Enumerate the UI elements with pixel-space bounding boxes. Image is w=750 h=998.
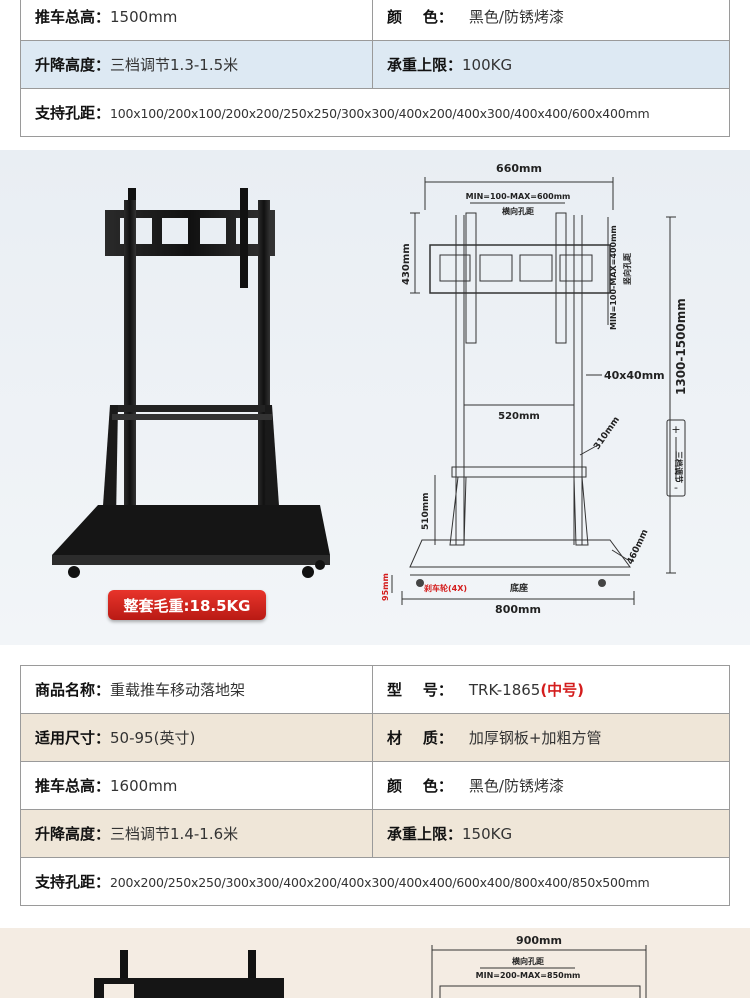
spec-value: 100KG [462,56,513,74]
svg-text:+: + [671,423,680,436]
dim-hole-label-h: 横向孔距 [502,206,534,216]
dim-wheel-height: 95mm [381,573,390,601]
dim-shelf-height: 510mm [421,492,431,530]
dim-inner-width: 520mm [498,411,540,422]
dimension-drawing: + - 660mm MIN=100-MAX=600mm 横向孔距 430mm M… [381,162,688,616]
base-label: 底座 [510,582,528,594]
table-row: 支持孔距：100x100/200x100/200x200/250x250/300… [20,88,730,137]
spec-label: 支持孔距： [35,104,111,122]
dim-shelf-depth: 310mm [592,415,622,451]
spec-table-small: 推车总高：1500mm 颜 色： 黑色/防锈烤漆 升降高度：三档调节1.3-1.5… [20,0,730,137]
model-size-tag: (中号) [540,681,585,699]
spec-label: 承重上限： [387,56,463,74]
spec-value: 三档调节1.3-1.5米 [110,56,239,74]
table-row: 推车总高：1600mm 颜 色： 黑色/防锈烤漆 [20,761,730,810]
spec-label: 颜 色： [387,8,453,26]
spec-value: 50-95(英寸) [110,729,196,747]
dim-hole-label-v: 竖向孔距 [622,253,632,285]
table-row: 升降高度：三档调节1.4-1.6米 承重上限：150KG [20,809,730,858]
spec-label: 商品名称： [35,681,111,699]
dim-column: 40x40mm [604,369,665,382]
dim-base-depth: 460mm [626,528,651,566]
spec-value: 黑色/防锈烤漆 [468,777,564,795]
dim-hole-range-h-2: MIN=200-MAX=850mm [476,971,581,980]
dim-bracket-height: 430mm [401,243,412,285]
weight-badge: 整套毛重:18.5KG [108,590,266,620]
spec-value: 加厚钢板+加粗方管 [468,729,602,747]
spec-value: 1500mm [110,8,178,26]
dim-total-height: 1300-1500mm [674,298,688,395]
spec-label: 升降高度： [35,56,111,74]
spec-label: 升降高度： [35,825,111,843]
table-row: 适用尺寸：50-95(英寸) 材 质： 加厚钢板+加粗方管 [20,713,730,762]
spec-label: 颜 色： [387,777,453,795]
spec-label: 支持孔距： [35,873,111,891]
spec-value: 200x200/250x250/300x300/400x200/400x300/… [110,875,650,890]
dim-hole-label-h-2: 横向孔距 [512,956,544,966]
spec-value: 重载推车移动落地架 [110,681,246,699]
spec-value: 100x100/200x100/200x200/250x250/300x300/… [110,106,650,121]
svg-text:-: - [674,481,678,494]
product-stand-image [52,188,330,578]
spec-value: 三档调节1.4-1.6米 [110,825,239,843]
spec-label: 推车总高： [35,8,111,26]
spec-value: 1600mm [110,777,178,795]
spec-label: 型 号： [387,681,453,699]
spec-table-medium: 商品名称：重载推车移动落地架 型 号： TRK-1865(中号) 适用尺寸：50-… [20,665,730,906]
dim-hole-range-v: MIN=100-MAX=400mm [609,225,618,330]
dim-width-top: 660mm [496,162,542,175]
dim-base-width: 800mm [495,603,541,616]
dimension-drawing-2: 900mm 横向孔距 MIN=200-MAX=850mm [431,934,647,998]
dim-hole-range-h: MIN=100-MAX=600mm [466,192,571,201]
spec-label: 推车总高： [35,777,111,795]
table-row: 支持孔距：200x200/250x250/300x300/400x200/400… [20,857,730,906]
spec-value: 150KG [462,825,513,843]
table-row: 推车总高：1500mm 颜 色： 黑色/防锈烤漆 [20,0,730,41]
spec-label: 材 质： [387,729,453,747]
spec-label: 承重上限： [387,825,463,843]
dim-width-top-2: 900mm [516,934,562,947]
table-row: 商品名称：重载推车移动落地架 型 号： TRK-1865(中号) [20,665,730,714]
wheel-label: 刹车轮(4X) [424,583,467,593]
spec-label: 适用尺寸： [35,729,111,747]
model-value: TRK-1865 [468,681,541,699]
product-stand-image-2 [94,950,284,998]
lift-text: 三档调节 [674,451,684,483]
spec-value: 黑色/防锈烤漆 [468,8,564,26]
table-row: 升降高度：三档调节1.3-1.5米 承重上限：100KG [20,40,730,89]
